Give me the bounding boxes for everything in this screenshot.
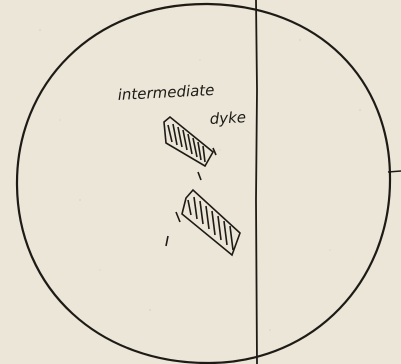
label-line-2: dyke: [209, 108, 246, 128]
vertical-line: [256, 0, 257, 364]
right-tick: [388, 171, 401, 172]
dyke-segment-upper: [164, 117, 216, 180]
outline-circle: [17, 4, 390, 363]
paper-texture: [39, 17, 361, 331]
dyke-segment-lower: [166, 190, 240, 255]
label-line-1: intermediate: [117, 81, 215, 104]
